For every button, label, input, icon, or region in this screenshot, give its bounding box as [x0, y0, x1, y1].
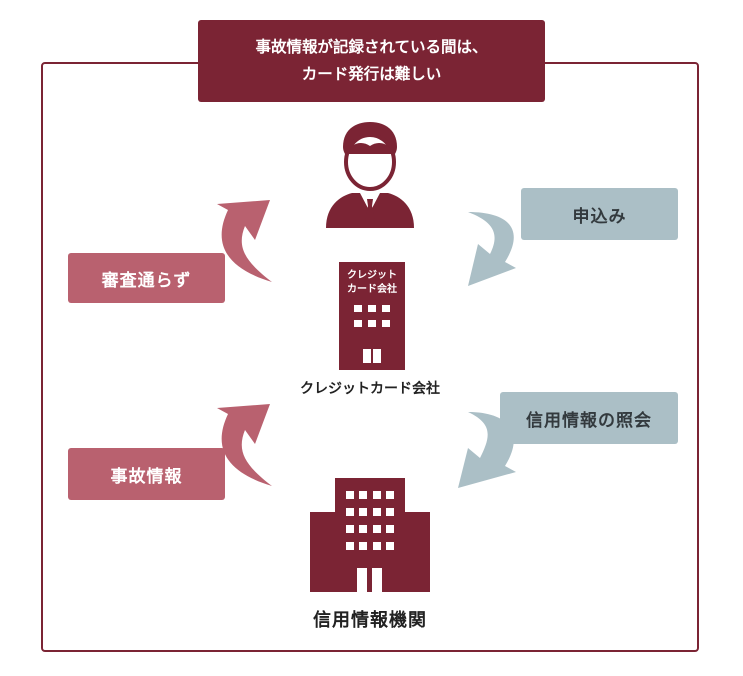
accident-info-label-box: 事故情報 [68, 448, 225, 500]
apply-label-box: 申込み [521, 188, 678, 240]
card-company-sign-line-1: クレジット [347, 269, 397, 281]
deny-label-box: 審査通らず [68, 253, 225, 303]
arrow-accident-info [217, 404, 272, 486]
banner-line-1: 事故情報が記録されている間は、 [255, 38, 488, 56]
building-icon: クレジット カード会社 [339, 262, 405, 370]
arrow-deny [217, 200, 272, 282]
arrow-apply [468, 212, 516, 286]
accident-info-label: 事故情報 [110, 466, 183, 487]
banner-line-2: カード発行は難しい [301, 65, 442, 83]
building-icon [310, 478, 430, 592]
person-icon [326, 122, 414, 228]
deny-label: 審査通らず [101, 270, 192, 291]
header-banner: 事故情報が記録されている間は、 カード発行は難しい [198, 20, 545, 102]
credit-inquiry-label: 信用情報の照会 [526, 410, 652, 431]
apply-label: 申込み [572, 206, 627, 227]
credit-bureau-label: 信用情報機関 [313, 610, 427, 631]
card-company-sign-line-2: カード会社 [347, 282, 397, 295]
credit-inquiry-label-box: 信用情報の照会 [500, 392, 678, 444]
card-company-label: クレジットカード会社 [300, 381, 440, 397]
